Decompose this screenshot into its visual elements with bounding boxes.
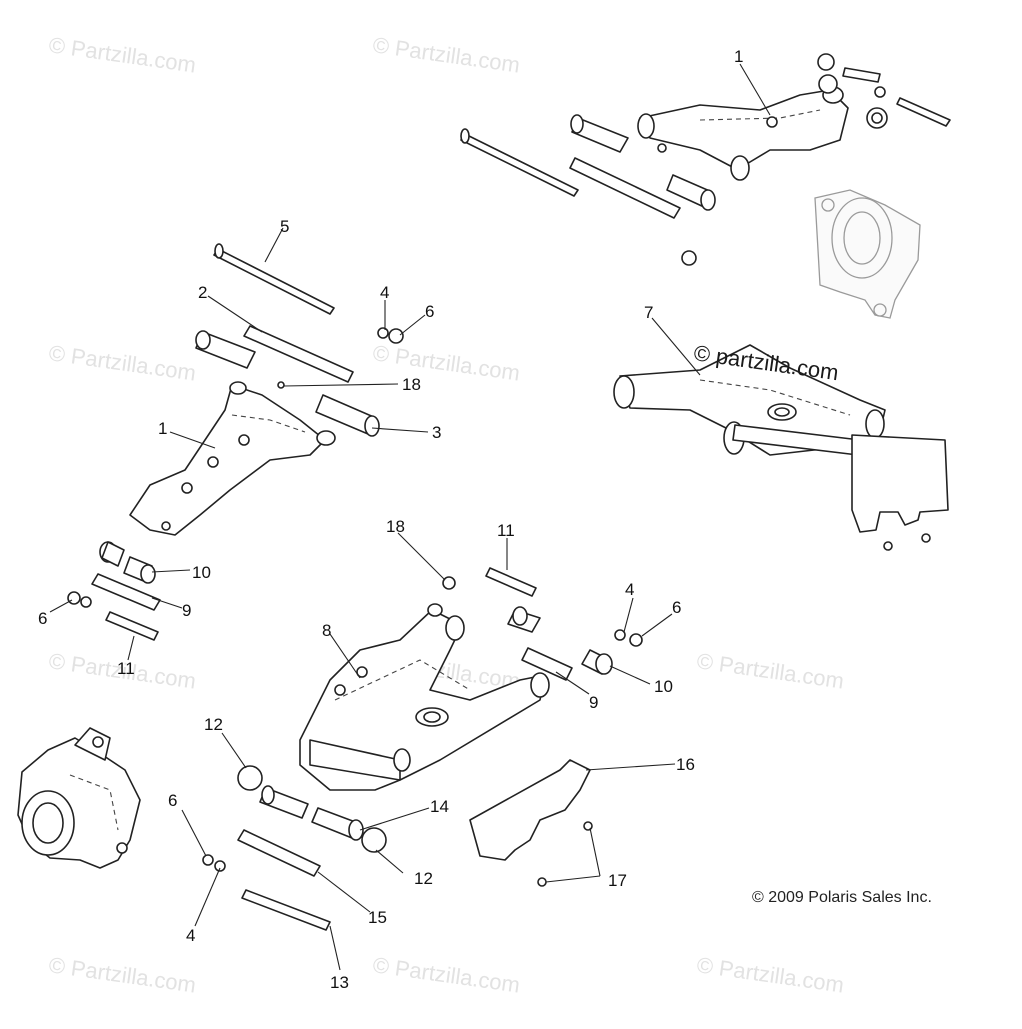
upper-a-arm-left <box>129 381 336 536</box>
callout-number: 10 <box>654 677 673 696</box>
watermark: © Partzilla.com <box>695 952 845 997</box>
callout-number: 4 <box>380 283 389 302</box>
callouts: 1 1 2 3 4 4 4 5 6 6 6 6 7 8 9 9 10 10 11… <box>38 47 743 992</box>
callout-number: 17 <box>608 871 627 890</box>
skid-plate-right <box>851 434 949 551</box>
watermark: © Partzilla.com <box>695 648 845 693</box>
callout-number: 5 <box>280 217 289 236</box>
callout-number: 6 <box>672 598 681 617</box>
skid-plate-center <box>469 759 593 887</box>
watermark: © Partzilla.com <box>371 32 521 77</box>
callout-number: 1 <box>158 419 167 438</box>
watermark: © Partzilla.com <box>47 32 197 77</box>
callout-number: 7 <box>644 303 653 322</box>
copyright-notice: © 2009 Polaris Sales Inc. <box>752 889 932 906</box>
callout-number: 11 <box>497 521 515 540</box>
callout-number: 6 <box>168 791 177 810</box>
center-fasteners <box>202 567 643 931</box>
callout-number: 9 <box>589 693 598 712</box>
leader-lines <box>49 63 771 971</box>
watermark: © Partzilla.com <box>47 340 197 385</box>
callout-number: 12 <box>414 869 433 888</box>
watermark: © Partzilla.com <box>371 952 521 997</box>
callout-number: 11 <box>117 659 135 678</box>
callout-number: 8 <box>322 621 331 640</box>
upper-a-arm-top <box>637 86 849 181</box>
callout-number: 9 <box>182 601 191 620</box>
callout-number: 12 <box>204 715 223 734</box>
callout-number: 4 <box>625 580 634 599</box>
callout-number: 18 <box>402 375 421 394</box>
callout-number: 2 <box>198 283 207 302</box>
callout-number: 15 <box>368 908 387 927</box>
watermark: © Partzilla.com <box>371 340 521 385</box>
callout-number: 6 <box>38 609 47 628</box>
left-fasteners <box>67 243 404 641</box>
callout-number: 10 <box>192 563 211 582</box>
callout-number: 16 <box>676 755 695 774</box>
callout-number: 1 <box>734 47 743 66</box>
callout-number: 13 <box>330 973 349 992</box>
callout-number: 6 <box>425 302 434 321</box>
top-fasteners <box>460 53 951 266</box>
lower-a-arm-center <box>299 603 550 791</box>
front-hub-knuckle <box>17 727 141 869</box>
callout-number: 18 <box>386 517 405 536</box>
callout-number: 4 <box>186 926 195 945</box>
watermark: © Partzilla.com <box>47 952 197 997</box>
callout-number: 14 <box>430 797 449 816</box>
rear-hub-housing-ghost <box>814 189 921 319</box>
callout-number: 3 <box>432 423 441 442</box>
